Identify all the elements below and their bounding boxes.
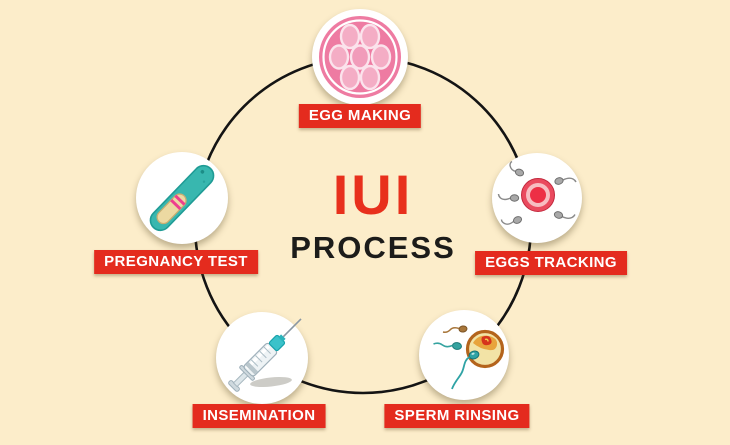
label-pregnancy-test: PREGNANCY TEST <box>94 250 258 274</box>
label-sperm-rinsing: SPERM RINSING <box>384 404 530 428</box>
label-insemination: INSEMINATION <box>192 404 326 428</box>
step-insemination <box>216 312 308 404</box>
step-egg-making <box>312 9 408 105</box>
step-sperm-rinsing <box>419 310 509 400</box>
title-process: PROCESS <box>290 230 456 265</box>
egg-with-sperm-icon <box>497 160 577 225</box>
step-pregnancy-test <box>136 152 228 244</box>
syringe-icon <box>228 318 302 392</box>
sperm-washing-icon <box>433 325 505 390</box>
label-eggs-tracking: EGGS TRACKING <box>475 251 627 275</box>
ovary-eggs-icon <box>319 16 401 98</box>
step-eggs-tracking <box>492 153 582 243</box>
diagram-title: IUI PROCESS <box>290 163 456 265</box>
pregnancy-test-stick-icon <box>149 164 215 232</box>
title-iui: IUI <box>332 163 414 226</box>
label-egg-making: EGG MAKING <box>298 104 422 128</box>
